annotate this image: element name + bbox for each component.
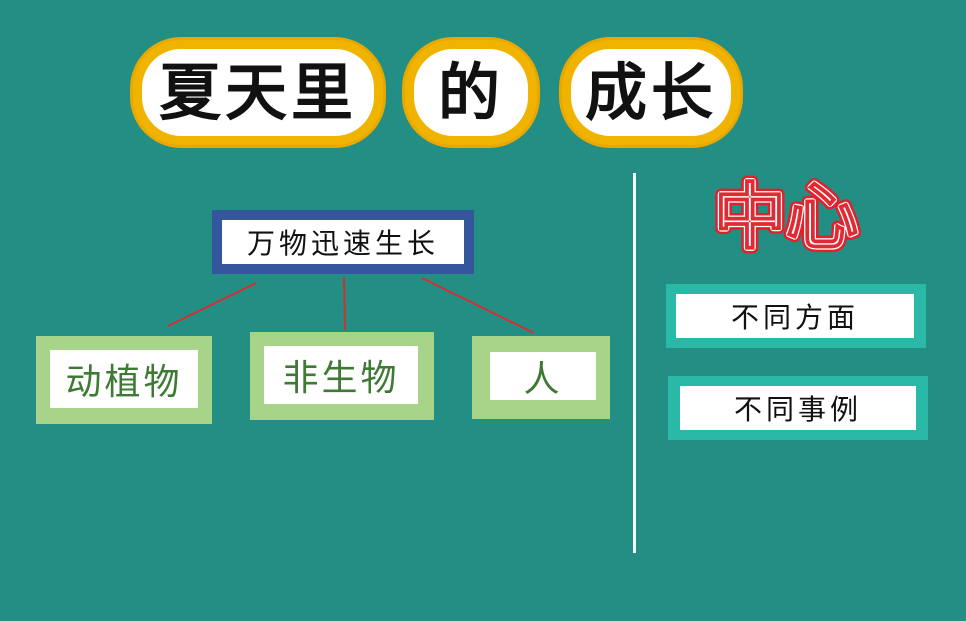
center-heading-text: 中心: [714, 175, 858, 259]
title-part-growth: 成长: [562, 40, 740, 145]
child-node-people: 人: [472, 336, 610, 419]
side-item-label: 不同方面: [676, 294, 914, 338]
root-node-label: 万物迅速生长: [222, 220, 464, 264]
child-node-animals-plants: 动植物: [36, 336, 212, 424]
child-node-label: 非生物: [264, 346, 418, 404]
center-heading: 中心 中心 中心: [709, 172, 862, 262]
side-item-different-examples: 不同事例: [668, 376, 928, 440]
child-node-nonliving: 非生物: [250, 332, 434, 420]
title-part-summer: 夏天里: [133, 40, 383, 145]
vertical-divider: [633, 173, 636, 553]
child-node-label: 动植物: [50, 350, 198, 408]
child-node-label: 人: [490, 352, 596, 400]
center-heading-outline: 中心: [714, 175, 858, 259]
root-node: 万物迅速生长: [212, 210, 474, 274]
title-part-of: 的: [405, 40, 537, 145]
side-item-different-aspects: 不同方面: [666, 284, 926, 348]
center-heading-fill: 中心: [714, 175, 858, 259]
connector-to-nonliving: [343, 276, 346, 331]
connector-to-people: [421, 277, 535, 334]
connector-to-animals-plants: [167, 282, 257, 327]
side-item-label: 不同事例: [680, 386, 916, 430]
